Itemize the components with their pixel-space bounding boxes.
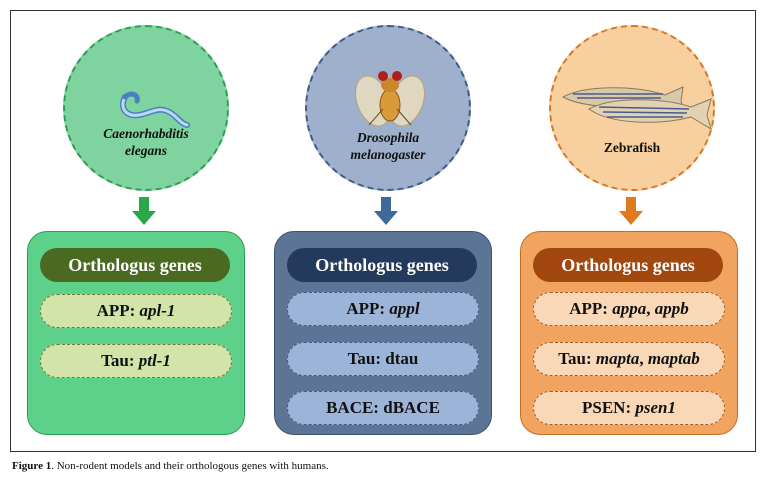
- gene-prefix: Tau:: [101, 351, 139, 370]
- gene-name: appl: [389, 299, 420, 318]
- organism-name-line2: melanogaster: [350, 147, 426, 162]
- organism-name-line1: Drosophila: [356, 130, 420, 145]
- gene-separator: ,: [646, 299, 655, 318]
- gene-pill-tau: Tau: ptl-1: [40, 344, 232, 378]
- gene-prefix: APP:: [569, 299, 613, 318]
- gene-name: dtau: [385, 349, 419, 368]
- gene-pill-tau: Tau: dtau: [287, 342, 479, 376]
- gene-box-header: Orthologus genes: [287, 248, 477, 282]
- gene-separator: ,: [639, 349, 648, 368]
- gene-name-2: maptab: [647, 349, 700, 368]
- zebrafish-icon: [561, 86, 712, 131]
- gene-box-drosophila: Orthologus genes APP: appl Tau: dtau BAC…: [274, 231, 492, 435]
- organism-name-line1: Zebrafish: [603, 140, 661, 155]
- gene-prefix: Tau:: [347, 349, 386, 368]
- gene-prefix: PSEN:: [582, 398, 636, 417]
- down-arrow-icon: [132, 197, 156, 225]
- gene-name: ptl-1: [138, 351, 171, 370]
- down-arrow-icon: [374, 197, 398, 225]
- gene-name: mapta: [595, 349, 640, 368]
- gene-box-header: Orthologus genes: [533, 248, 723, 282]
- gene-name: apl-1: [139, 301, 176, 320]
- organism-circle-zebrafish: Zebrafish: [549, 25, 715, 191]
- gene-prefix: APP:: [346, 299, 390, 318]
- gene-name: appa: [612, 299, 647, 318]
- caption-text: . Non-rodent models and their orthologou…: [51, 460, 329, 472]
- worm-icon: [119, 91, 190, 128]
- gene-box-c-elegans: Orthologus genes APP: apl-1 Tau: ptl-1: [27, 231, 245, 435]
- gene-pill-app: APP: appa, appb: [533, 292, 725, 326]
- organism-circle-drosophila: Drosophila melanogaster: [305, 25, 471, 191]
- gene-pill-tau: Tau: mapta, maptab: [533, 342, 725, 376]
- fly-icon: [355, 71, 425, 127]
- organism-name-line1: Caenorhabditis: [103, 126, 189, 141]
- gene-box-zebrafish: Orthologus genes APP: appa, appb Tau: ma…: [520, 231, 738, 435]
- organism-label-zebrafish: Zebrafish: [551, 139, 713, 156]
- gene-box-header: Orthologus genes: [40, 248, 230, 282]
- figure-caption: Figure 1. Non-rodent models and their or…: [12, 460, 329, 472]
- figure-frame: Caenorhabditis elegans Drosophila melano…: [10, 10, 756, 452]
- gene-name: dBACE: [383, 398, 440, 417]
- gene-pill-app: APP: apl-1: [40, 294, 232, 328]
- organism-name-line2: elegans: [125, 143, 167, 158]
- caption-label: Figure 1: [12, 460, 52, 472]
- gene-name-2: appb: [654, 299, 689, 318]
- gene-pill-app: APP: appl: [287, 292, 479, 326]
- gene-pill-bace: BACE: dBACE: [287, 391, 479, 425]
- gene-prefix: BACE:: [326, 398, 384, 417]
- gene-pill-psen: PSEN: psen1: [533, 391, 725, 425]
- gene-prefix: Tau:: [558, 349, 596, 368]
- gene-name: psen1: [635, 398, 676, 417]
- organism-label-c-elegans: Caenorhabditis elegans: [65, 125, 227, 159]
- organism-label-drosophila: Drosophila melanogaster: [307, 129, 469, 163]
- down-arrow-icon: [619, 197, 643, 225]
- gene-prefix: APP:: [96, 301, 140, 320]
- organism-circle-c-elegans: Caenorhabditis elegans: [63, 25, 229, 191]
